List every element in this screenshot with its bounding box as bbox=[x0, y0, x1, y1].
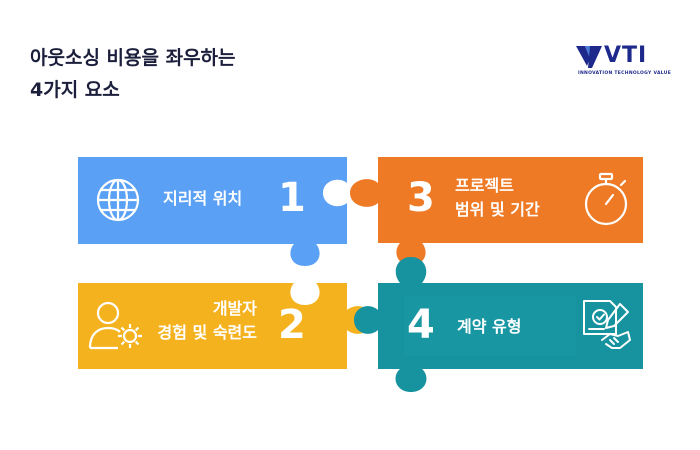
developer-gear-icon bbox=[88, 301, 142, 350]
piece-2-label-line-2: 경험 및 숙련도 bbox=[157, 323, 257, 342]
vti-logo: VTI INNOVATION TECHNOLOGY VALUE bbox=[576, 44, 676, 82]
page-title-line-1: 아웃소싱 비용을 좌우하는 bbox=[30, 47, 236, 69]
puzzle-piece-2 bbox=[78, 283, 372, 369]
logo-tagline: INNOVATION TECHNOLOGY VALUE bbox=[578, 71, 672, 76]
puzzle-piece-4 bbox=[354, 257, 643, 392]
globe-icon bbox=[96, 178, 140, 222]
piece-3-number: 3 bbox=[407, 175, 435, 221]
page-title-line-2: 4가지 요소 bbox=[30, 79, 120, 101]
piece-1-label: 지리적 위치 bbox=[163, 187, 242, 211]
piece-1-number: 1 bbox=[278, 175, 306, 221]
piece-2-number: 2 bbox=[278, 302, 306, 348]
vti-logo-mark-icon bbox=[576, 46, 602, 68]
stopwatch-icon bbox=[584, 172, 628, 226]
piece-4-label-line-1: 계약 유형 bbox=[457, 317, 522, 336]
logo-wordmark: VTI bbox=[604, 43, 648, 68]
puzzle-piece-3 bbox=[350, 157, 643, 265]
piece-4-number: 4 bbox=[407, 302, 435, 348]
piece-2-label: 개발자 경험 및 숙련도 bbox=[158, 297, 257, 345]
contract-handshake-icon bbox=[583, 300, 631, 349]
piece-3-label: 프로젝트 범위 및 기간 bbox=[455, 174, 540, 222]
piece-1-label-line-1: 지리적 위치 bbox=[163, 189, 243, 208]
piece-3-label-line-2: 범위 및 기간 bbox=[455, 200, 540, 219]
piece-3-label-line-1: 프로젝트 bbox=[455, 176, 514, 195]
piece-4-label: 계약 유형 bbox=[457, 315, 521, 339]
page-title: 아웃소싱 비용을 좌우하는 4가지 요소 bbox=[30, 42, 236, 106]
piece-2-label-line-1: 개발자 bbox=[212, 299, 257, 318]
puzzle-piece-1 bbox=[78, 157, 347, 266]
